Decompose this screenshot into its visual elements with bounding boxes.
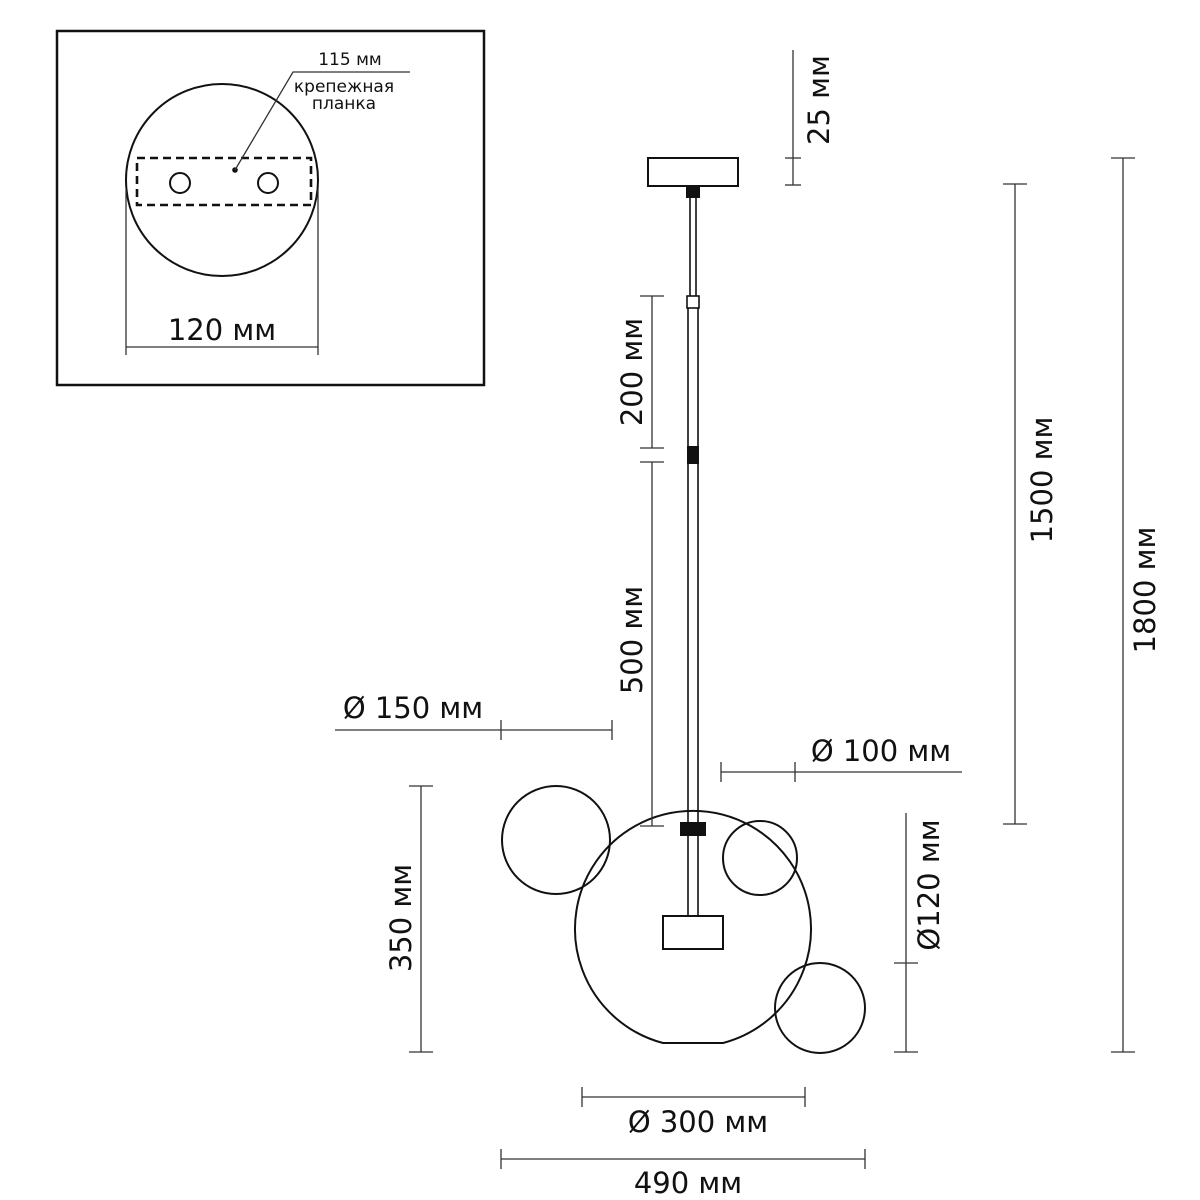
canopy-top-circle xyxy=(125,83,319,277)
led-module xyxy=(662,915,724,950)
overall-width-label: 490 мм xyxy=(634,1166,742,1200)
main-sphere xyxy=(574,809,812,1044)
cord-segment-label: 500 мм xyxy=(615,586,649,694)
ceiling-canopy xyxy=(647,157,739,187)
bottom-sphere-diameter-label: Ø120 мм xyxy=(912,819,946,950)
plate-name-line2: планка xyxy=(312,94,376,114)
inset-frame xyxy=(55,29,486,387)
mounting-plate-dashed xyxy=(135,156,313,207)
dim-overall-width: 490 мм xyxy=(500,1149,866,1200)
canopy-diameter-label: 120 мм xyxy=(168,313,276,347)
hanging-length-label: 1500 мм xyxy=(1025,417,1059,544)
total-height-label: 1800 мм xyxy=(1128,527,1162,654)
canopy-connector xyxy=(686,186,700,198)
dim-hanging-length: 1500 мм xyxy=(1003,183,1059,825)
shade-height-label: 350 мм xyxy=(384,864,418,972)
dim-main-sphere: Ø 300 мм xyxy=(581,1087,806,1139)
dim-right-sphere: Ø 100 мм xyxy=(720,734,962,782)
left-sphere-diameter-label: Ø 150 мм xyxy=(343,691,483,725)
dim-bottom-sphere: Ø120 мм xyxy=(894,813,946,1053)
dim-total-height: 1800 мм xyxy=(1111,157,1162,1053)
dim-rod-segment: 200 мм xyxy=(615,295,664,449)
screw-hole-right xyxy=(257,172,279,194)
plate-name-line1: крепежная xyxy=(294,77,394,97)
sphere-right-100 xyxy=(722,820,798,896)
plate-size-label: 115 мм xyxy=(318,50,382,70)
dim-cord-segment: 500 мм xyxy=(615,461,664,827)
sphere-left-150 xyxy=(501,785,611,895)
dim-canopy-height: 25 мм xyxy=(785,50,836,186)
screw-hole-left xyxy=(169,172,191,194)
rod-segment-label: 200 мм xyxy=(615,318,649,426)
pendant-lamp xyxy=(501,157,866,1054)
cord-clamp xyxy=(686,295,700,309)
main-sphere-diameter-label: Ø 300 мм xyxy=(628,1105,768,1139)
sphere-bottom-120 xyxy=(774,962,866,1054)
mounting-plate-inset: 115 мм крепежная планка 120 мм xyxy=(55,29,486,387)
dim-shade-height: 350 мм xyxy=(384,785,433,1053)
right-sphere-diameter-label: Ø 100 мм xyxy=(811,734,951,768)
rod-joint xyxy=(687,446,699,464)
canopy-height-label: 25 мм xyxy=(802,55,836,145)
shade-mount xyxy=(680,822,706,836)
dim-left-sphere: Ø 150 мм xyxy=(335,691,613,740)
plate-leader-line xyxy=(234,71,410,171)
